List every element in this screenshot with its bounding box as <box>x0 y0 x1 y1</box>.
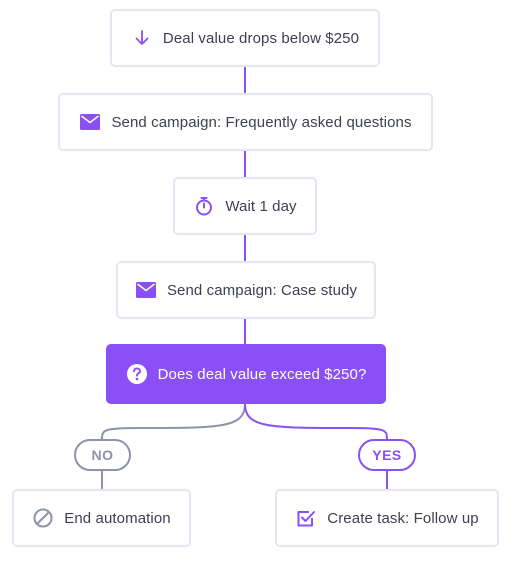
envelope-icon <box>135 279 157 301</box>
ban-icon <box>32 507 54 529</box>
send-campaign-case-study-node[interactable]: Send campaign: Case study <box>116 261 376 319</box>
trigger-node[interactable]: Deal value drops below $250 <box>110 9 380 67</box>
checkbox-icon <box>295 507 317 529</box>
create-task-node[interactable]: Create task: Follow up <box>275 489 499 547</box>
branch-yes-label: YES <box>372 447 402 463</box>
trigger-label: Deal value drops below $250 <box>162 29 360 47</box>
end-automation-node[interactable]: End automation <box>12 489 191 547</box>
decision-node[interactable]: Does deal value exceed $250? <box>106 344 386 404</box>
send-campaign-faq-node[interactable]: Send campaign: Frequently asked question… <box>58 93 433 151</box>
branch-yes-badge: YES <box>358 439 416 471</box>
create-task-label: Create task: Follow up <box>327 509 479 527</box>
envelope-icon <box>79 111 101 133</box>
send-campaign-case-study-label: Send campaign: Case study <box>166 281 358 299</box>
send-campaign-faq-label: Send campaign: Frequently asked question… <box>111 113 412 131</box>
wait-node[interactable]: Wait 1 day <box>173 177 317 235</box>
branch-no-label: NO <box>91 447 114 463</box>
arrow-down-icon <box>131 27 153 49</box>
connector-decision-to-yes <box>244 403 388 441</box>
decision-label: Does deal value exceed $250? <box>157 365 367 383</box>
wait-label: Wait 1 day <box>225 197 297 215</box>
question-circle-icon <box>126 363 148 385</box>
stopwatch-icon <box>193 195 215 217</box>
branch-no-badge: NO <box>74 439 131 471</box>
end-automation-label: End automation <box>64 509 171 527</box>
connector-decision-to-no <box>101 403 246 441</box>
